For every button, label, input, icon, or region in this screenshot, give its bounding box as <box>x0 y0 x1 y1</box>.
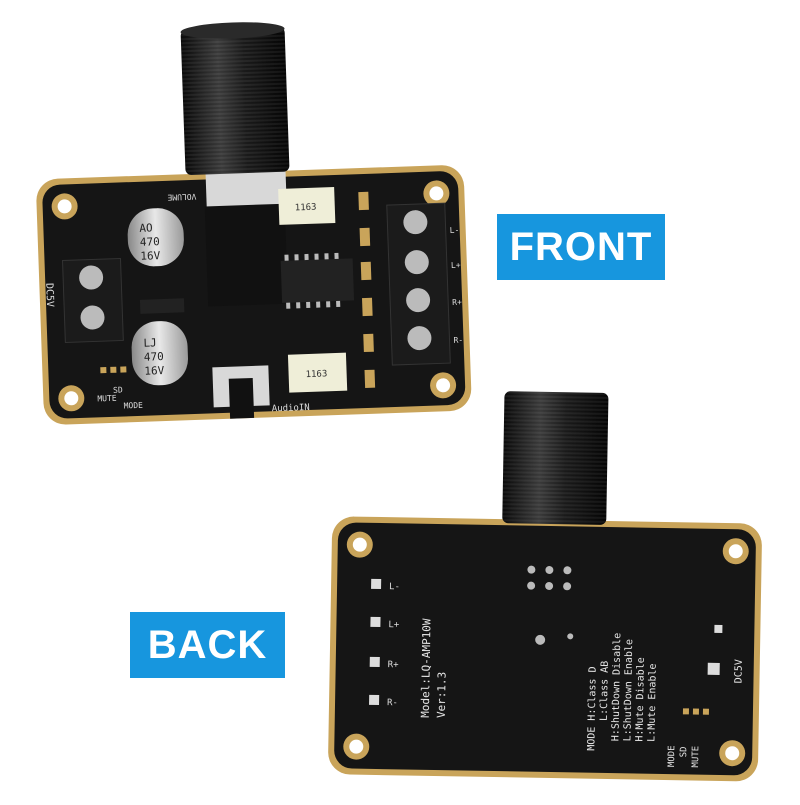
svg-text:AO: AO <box>139 221 153 234</box>
capacitor: AO 470 16V <box>127 208 184 267</box>
speaker-terminal[interactable] <box>386 202 451 366</box>
power-terminal[interactable] <box>61 257 124 343</box>
back-pcb <box>334 522 756 776</box>
pot-bracket <box>205 168 287 212</box>
svg-text:MODE: MODE <box>123 401 143 411</box>
power-silk: DC5V <box>43 283 55 307</box>
power-silk-back: DC5V <box>733 659 744 683</box>
svg-text:MUTE: MUTE <box>691 746 701 768</box>
pot-body <box>204 203 289 307</box>
back-board: L- L+ R+ R- Model:LQ-AMP10W Ver:1.3 MODE… <box>328 391 762 782</box>
svg-text:MUTE: MUTE <box>97 394 117 404</box>
svg-text:470: 470 <box>140 235 160 249</box>
svg-text:H:Mute Disable: H:Mute Disable <box>634 657 646 741</box>
svg-text:SD: SD <box>113 385 123 394</box>
audio-in-silk: AudioIN <box>272 403 310 414</box>
svg-text:470: 470 <box>144 350 164 364</box>
svg-text:R-: R- <box>387 698 398 708</box>
svg-text:R+: R+ <box>388 660 400 670</box>
svg-text:MODE: MODE <box>667 745 677 767</box>
svg-text:L-: L- <box>450 226 460 235</box>
svg-text:L+: L+ <box>451 261 461 270</box>
svg-text:R+: R+ <box>452 298 462 307</box>
volume-silk: VOLUME <box>167 192 196 202</box>
inductor: 1163 <box>287 352 348 393</box>
svg-text:L:ShutDown Enable: L:ShutDown Enable <box>622 639 635 742</box>
svg-text:1163: 1163 <box>305 369 327 380</box>
back-label: BACK <box>130 612 285 678</box>
svg-text:16V: 16V <box>144 364 165 378</box>
svg-text:16V: 16V <box>140 249 161 263</box>
svg-text:L:Class AB: L:Class AB <box>599 661 611 721</box>
svg-text:R-: R- <box>453 336 463 345</box>
svg-text:L-: L- <box>389 582 400 592</box>
front-label: FRONT <box>497 214 665 280</box>
version-silk: Ver:1.3 <box>435 672 449 719</box>
model-silk: Model:LQ-AMP10W <box>419 618 434 718</box>
svg-text:H:ShutDown Disable: H:ShutDown Disable <box>610 633 623 742</box>
front-board: VOLUME AO 470 16V LJ 470 16V 1163 1163 <box>36 22 472 425</box>
amp-ic <box>280 258 355 303</box>
svg-text:SD: SD <box>679 746 689 757</box>
svg-text:1163: 1163 <box>295 203 317 214</box>
svg-text:MODE H:Class D: MODE H:Class D <box>586 666 598 750</box>
inductor: 1163 <box>278 186 336 225</box>
capacitor: LJ 470 16V <box>131 321 189 386</box>
svg-text:LJ: LJ <box>143 336 157 349</box>
svg-text:L+: L+ <box>388 620 400 630</box>
svg-text:L:Mute Enable: L:Mute Enable <box>646 663 658 741</box>
